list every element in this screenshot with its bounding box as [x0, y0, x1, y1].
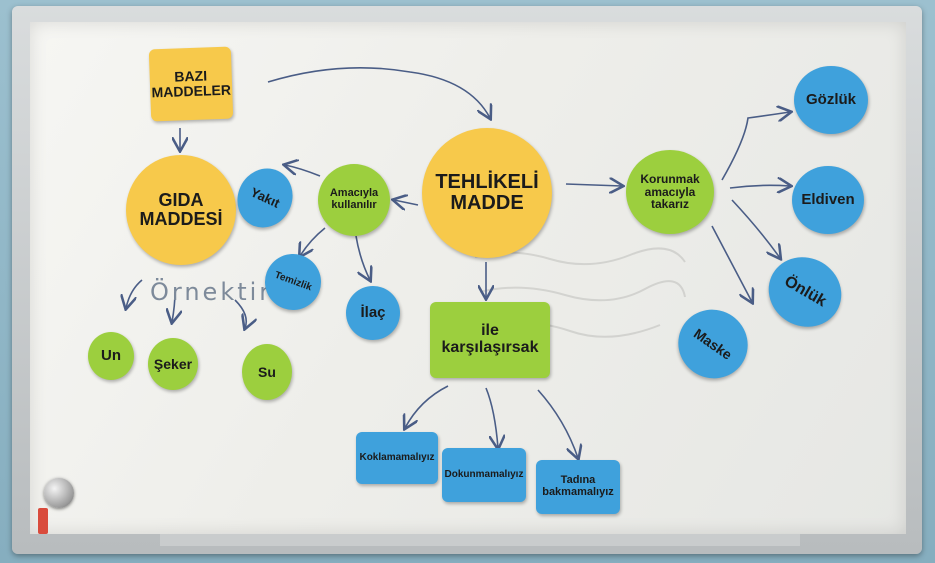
- card-eldiven: Eldiven: [792, 166, 864, 234]
- card-ile-karsilasirsak: ile karşılaşırsak: [430, 302, 550, 378]
- arrow-tehlikeli-to-amaciyla: [394, 200, 419, 205]
- card-ilac: İlaç: [346, 286, 400, 340]
- handwriting-ornektir: Örnektir: [150, 278, 273, 306]
- arrow-korunmak-to-eldiven: [729, 185, 790, 188]
- arrow-ile-to-tad: [537, 389, 578, 458]
- arrow-amaciyla-to-yakit: [285, 165, 321, 177]
- arrow-korunmak-to-onluk: [731, 199, 780, 258]
- arrow-tehlikeli-to-korunmak: [565, 184, 622, 186]
- arrow-gida-to-seker: [172, 291, 175, 322]
- card-amaciyla-kullanilir: Amacıyla kullanılır: [318, 164, 390, 236]
- arrow-amaciyla-to-ilac: [355, 235, 370, 280]
- magnet-button: [44, 478, 74, 508]
- card-bazi-maddeler: BAZI MADDELER: [148, 46, 234, 122]
- card-korunmak: Korunmak amacıyla takarız: [626, 150, 714, 234]
- card-gozluk: Gözlük: [794, 66, 868, 134]
- arrow-ile-to-kok: [405, 385, 449, 428]
- arrow-gida-to-un: [126, 279, 143, 308]
- arrow-ile-to-dok: [485, 387, 498, 448]
- card-su: Su: [242, 344, 292, 400]
- arrow-bazi-to-tehlikeli: [267, 66, 490, 118]
- card-un: Un: [88, 332, 134, 380]
- arrow-korunmak-to-gozluk: [721, 112, 790, 181]
- red-tag: [38, 508, 48, 534]
- card-tadina-bakmamaliyiz: Tadına bakmamalıyız: [536, 460, 620, 514]
- card-gida-maddesi: GIDA MADDESİ: [126, 155, 236, 265]
- marker-tray: [160, 534, 800, 546]
- arrow-amaciyla-to-temizlik: [300, 227, 326, 256]
- arrow-korunmak-to-maske: [711, 225, 752, 302]
- card-dokunmamaliyiz: Dokunmamalıyız: [442, 448, 526, 502]
- card-seker: Şeker: [148, 338, 198, 390]
- card-tehlikeli-madde: TEHLİKELİ MADDE: [422, 128, 552, 258]
- arrow-gida-to-su: [234, 299, 246, 328]
- card-koklamamaliyiz: Koklamamalıyız: [356, 432, 438, 484]
